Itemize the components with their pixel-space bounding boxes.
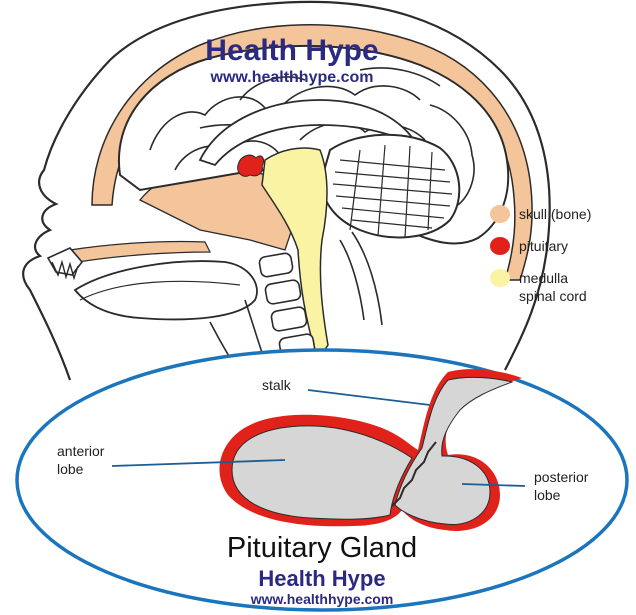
cerebellum xyxy=(322,135,459,238)
top-watermark-brand: Health Hype xyxy=(205,34,378,67)
pituitary-in-head xyxy=(238,155,264,176)
legend-label-skull: skull (bone) xyxy=(519,206,591,222)
stalk-label: stalk xyxy=(262,377,292,393)
posterior-label-line1: posterior xyxy=(534,469,589,485)
legend-label-spinal-cord: spinal cord xyxy=(519,288,587,304)
legend-swatch-skull xyxy=(490,205,510,223)
legend-swatch-pituitary xyxy=(490,237,510,255)
legend-swatch-medulla xyxy=(490,269,510,287)
legend-label-medulla: medulla xyxy=(519,270,568,286)
bottom-watermark-brand: Health Hype xyxy=(258,566,385,591)
anterior-label-line2: lobe xyxy=(57,461,84,477)
top-watermark-url: www.healthhype.com xyxy=(210,69,374,86)
posterior-label-line2: lobe xyxy=(534,487,561,503)
bottom-watermark-url: www.healthhype.com xyxy=(250,591,394,607)
legend-label-pituitary: pituitary xyxy=(519,238,568,254)
anterior-label-line1: anterior xyxy=(57,443,105,459)
hard-palate xyxy=(70,241,210,262)
tongue xyxy=(75,261,257,319)
diagram-title: Pituitary Gland xyxy=(227,532,417,564)
legend: skull (bone) pituitary medulla spinal co… xyxy=(490,205,591,304)
